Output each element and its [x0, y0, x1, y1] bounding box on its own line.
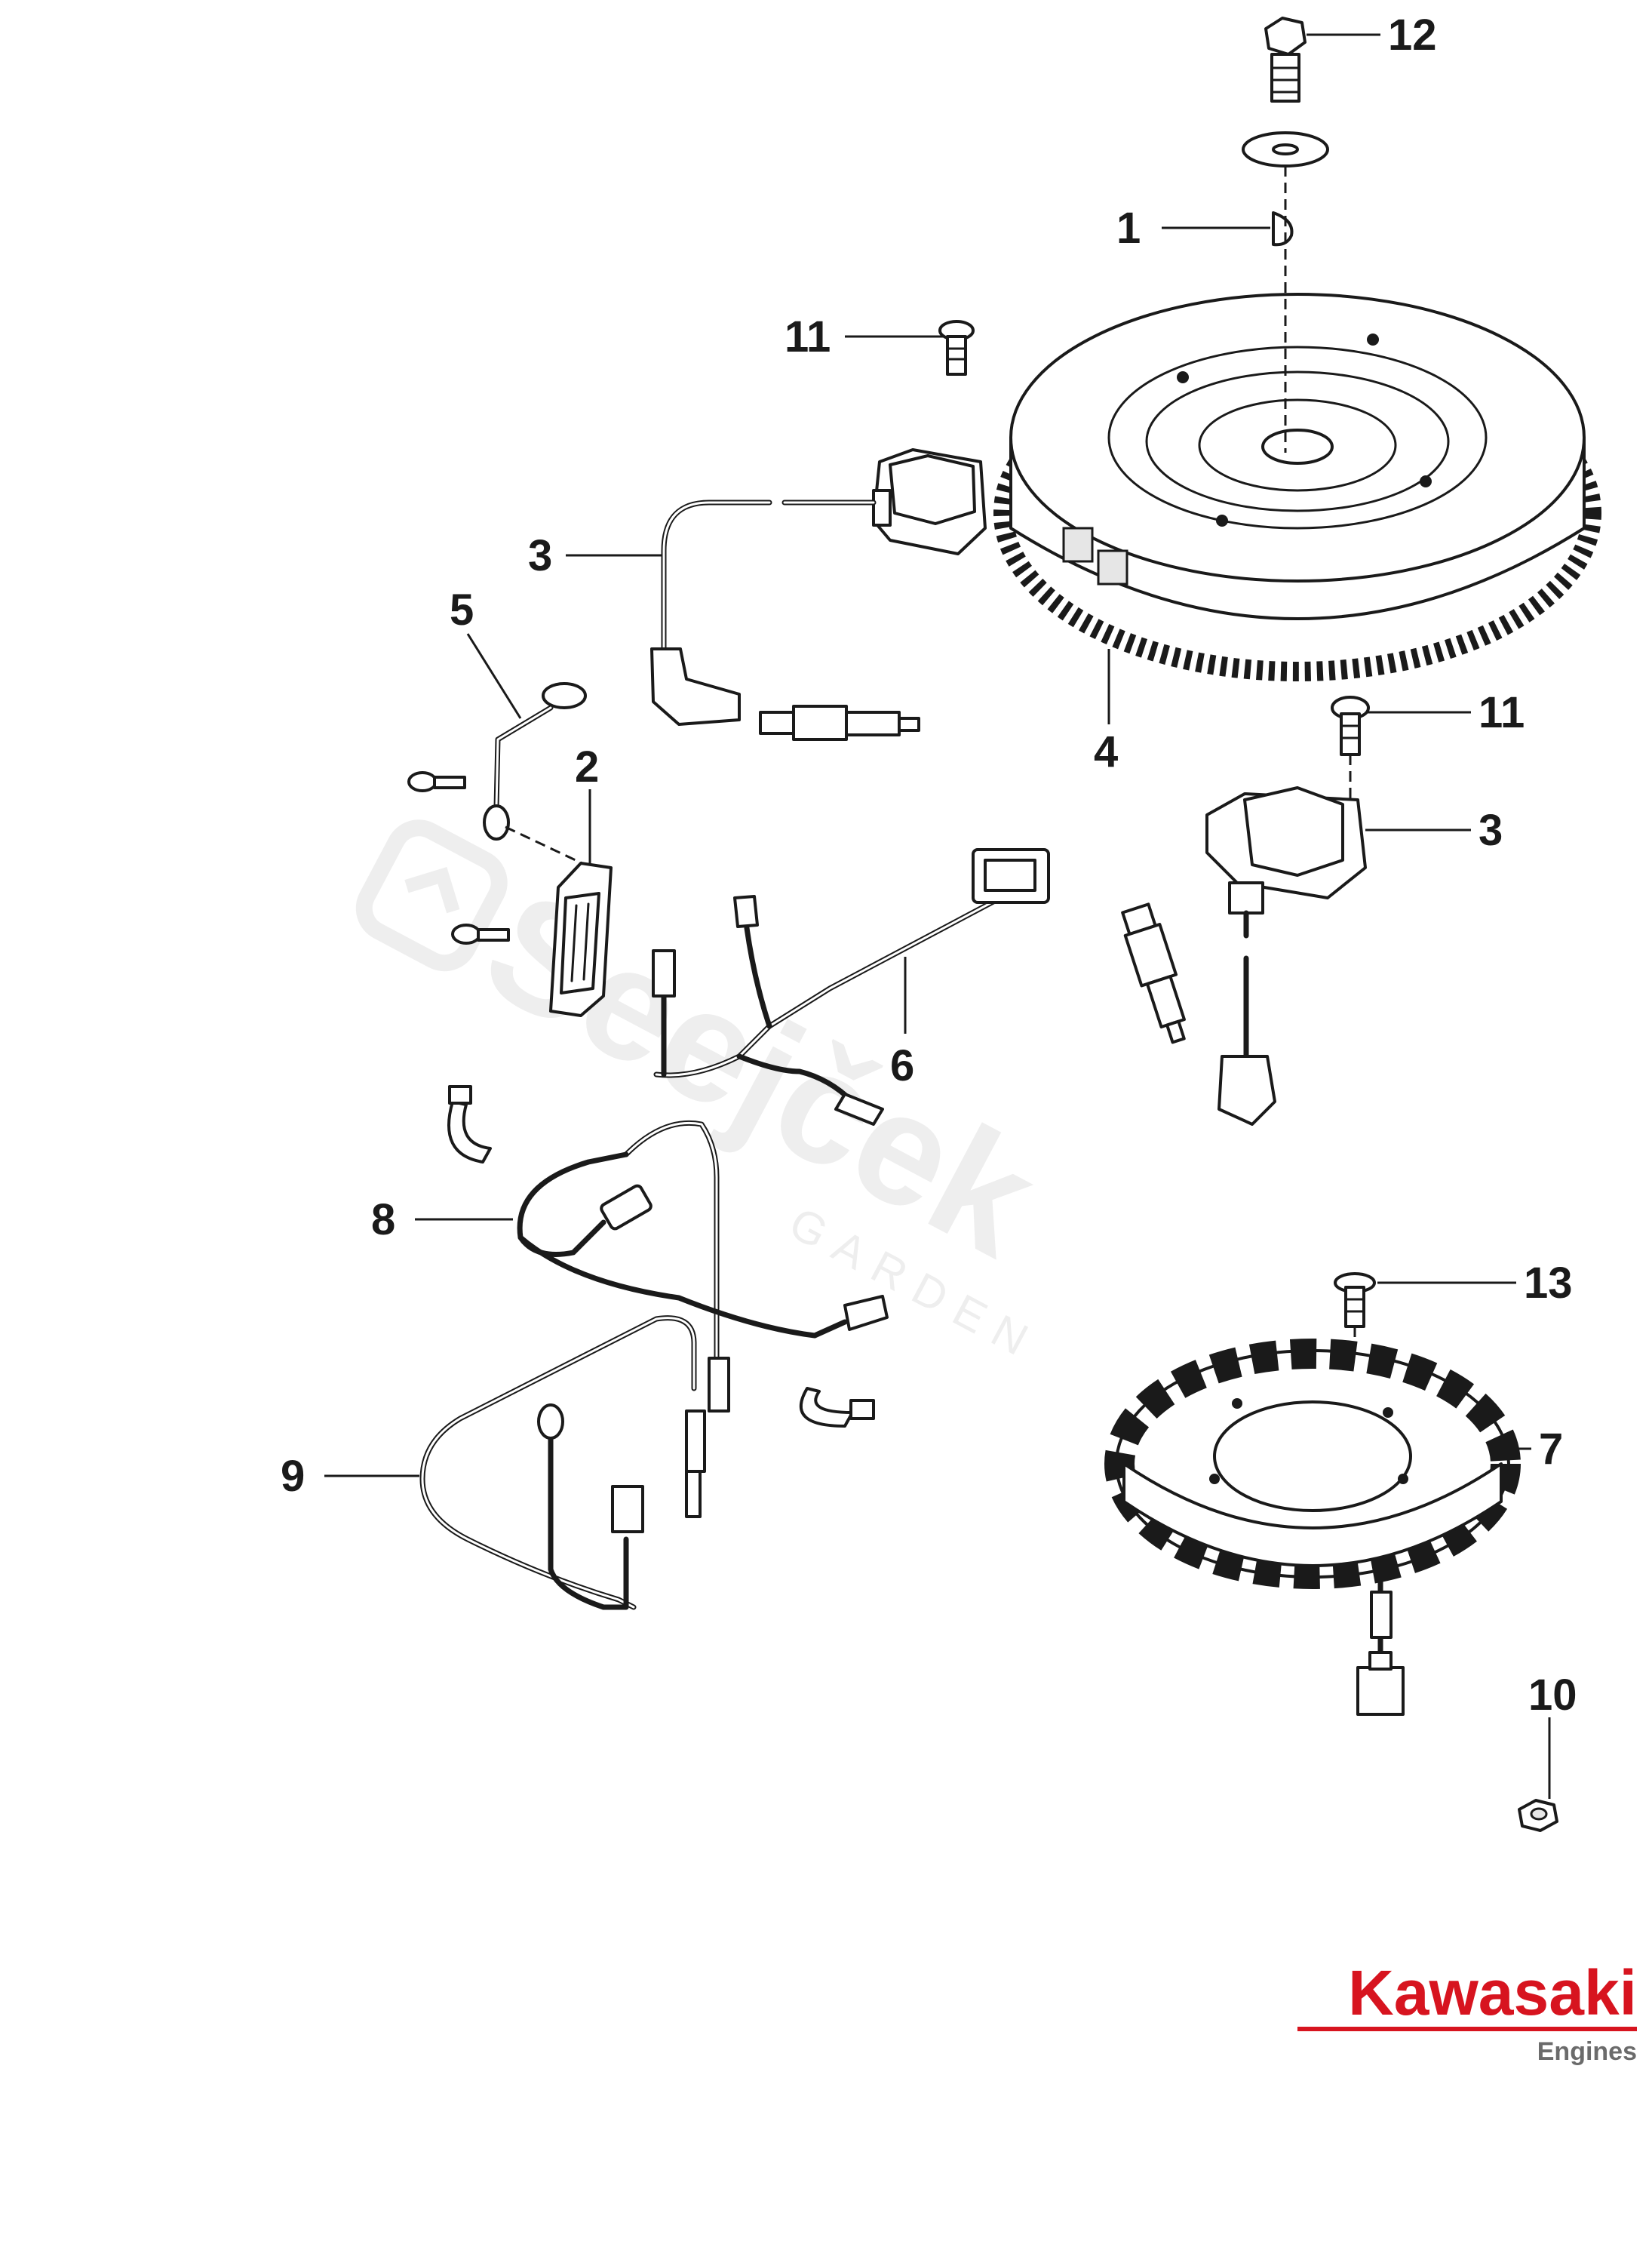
- callout-12: 12: [1307, 11, 1437, 60]
- part-2-module: [451, 862, 613, 1017]
- brand-subtitle: Engines: [1537, 2037, 1637, 2066]
- part-6-harness: [652, 848, 1050, 1126]
- watermark-logo-icon: [355, 819, 508, 972]
- callout-label-3-right: 3: [1479, 806, 1503, 855]
- part-7-stator: [1104, 1339, 1521, 1716]
- callout-2: 2: [575, 742, 599, 865]
- callout-label-7: 7: [1539, 1425, 1563, 1474]
- callout-3-top: 3: [528, 531, 662, 580]
- callout-label-2: 2: [575, 742, 599, 792]
- part-4-flywheel: [993, 293, 1601, 681]
- part-3-ignition-coil-top: [650, 448, 987, 741]
- watermark-text: Seejček: [459, 856, 1064, 1290]
- brand-name: Kawasaki: [1348, 1957, 1637, 2028]
- callout-label-9: 9: [281, 1452, 305, 1501]
- part-3-ignition-coil-right: [1121, 786, 1367, 1126]
- callout-11-right: 11: [1367, 688, 1525, 737]
- callout-3-right: 3: [1365, 806, 1503, 855]
- kawasaki-logo: Kawasaki Engines: [1297, 1957, 1637, 2066]
- callout-label-11-right: 11: [1479, 688, 1525, 737]
- part-11-bolt-right: [1331, 696, 1370, 807]
- callout-13: 13: [1377, 1259, 1573, 1308]
- part-8-harness: [447, 1085, 889, 1428]
- callout-label-3-top: 3: [528, 531, 552, 580]
- callout-9: 9: [281, 1452, 419, 1501]
- callout-label-10: 10: [1528, 1671, 1577, 1720]
- part-1-key: [1272, 211, 1294, 247]
- callout-label-8: 8: [371, 1195, 395, 1244]
- callout-label-13: 13: [1524, 1259, 1573, 1308]
- callout-label-4: 4: [1094, 727, 1118, 776]
- callout-4: 4: [1094, 649, 1118, 776]
- callout-label-12: 12: [1388, 11, 1437, 60]
- callout-8: 8: [371, 1195, 513, 1244]
- callout-1: 1: [1116, 204, 1270, 253]
- brand-underline: [1297, 2027, 1637, 2031]
- part-9-harness: [419, 1315, 706, 1610]
- part-12-bolt: [1242, 17, 1329, 168]
- callout-label-6: 6: [890, 1041, 914, 1090]
- callout-11-top: 11: [785, 312, 944, 361]
- part-5-ground-wire: [407, 682, 589, 868]
- callout-10: 10: [1528, 1671, 1577, 1799]
- callout-label-11-top: 11: [785, 312, 831, 361]
- callout-label-5: 5: [450, 586, 474, 635]
- callout-5: 5: [450, 586, 522, 719]
- callout-label-1: 1: [1116, 204, 1141, 253]
- part-11-bolt-top: [938, 320, 975, 376]
- callout-6: 6: [890, 957, 914, 1090]
- part-10-nut: [1518, 1799, 1558, 1832]
- callout-7: 7: [1506, 1425, 1563, 1474]
